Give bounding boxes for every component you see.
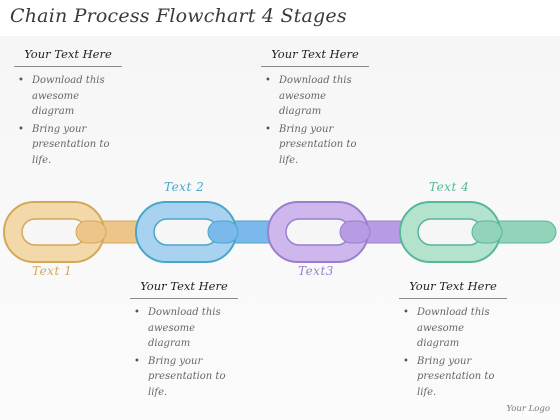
text-box-heading: Your Text Here [261,47,369,67]
text-box-list: Download this awesome diagram Bring your… [130,305,238,400]
text-box-3: Your Text Here Download this awesome dia… [261,47,369,170]
text-box-bullet: Download this awesome diagram [399,305,507,352]
chain-ring-4 [399,201,501,263]
logo-text: Your Logo [506,404,550,414]
chain-ring-1 [3,201,105,263]
chain-link-overlap [339,220,371,244]
text-box-bullet: Download this awesome diagram [261,73,369,120]
stage-label-4: Text 4 [429,180,470,194]
text-box-bullet: Download this awesome diagram [14,73,122,120]
stage-label-2: Text 2 [164,180,205,194]
text-box-bullet: Bring your presentation to life. [399,354,507,401]
text-box-4: Your Text Here Download this awesome dia… [399,279,507,402]
text-box-list: Download this awesome diagram Bring your… [14,73,122,168]
text-box-bullet: Bring your presentation to life. [14,122,122,169]
text-box-heading: Your Text Here [14,47,122,67]
chain-link-overlap [471,220,503,244]
chain-link-overlap [75,220,107,244]
page-title: Chain Process Flowchart 4 Stages [10,5,347,27]
chain-link-overlap [207,220,239,244]
text-box-bullet: Bring your presentation to life. [261,122,369,169]
stage-label-3: Text3 [298,264,334,278]
header: Chain Process Flowchart 4 Stages [0,0,560,36]
text-box-1: Your Text Here Download this awesome dia… [14,47,122,170]
text-box-2: Your Text Here Download this awesome dia… [130,279,238,402]
text-box-bullet: Bring your presentation to life. [130,354,238,401]
text-box-heading: Your Text Here [130,279,238,299]
text-box-list: Download this awesome diagram Bring your… [261,73,369,168]
text-box-heading: Your Text Here [399,279,507,299]
text-box-list: Download this awesome diagram Bring your… [399,305,507,400]
text-box-bullet: Download this awesome diagram [130,305,238,352]
chain-ring-2 [135,201,237,263]
chain-ring-3 [267,201,369,263]
stage-label-1: Text 1 [32,264,73,278]
